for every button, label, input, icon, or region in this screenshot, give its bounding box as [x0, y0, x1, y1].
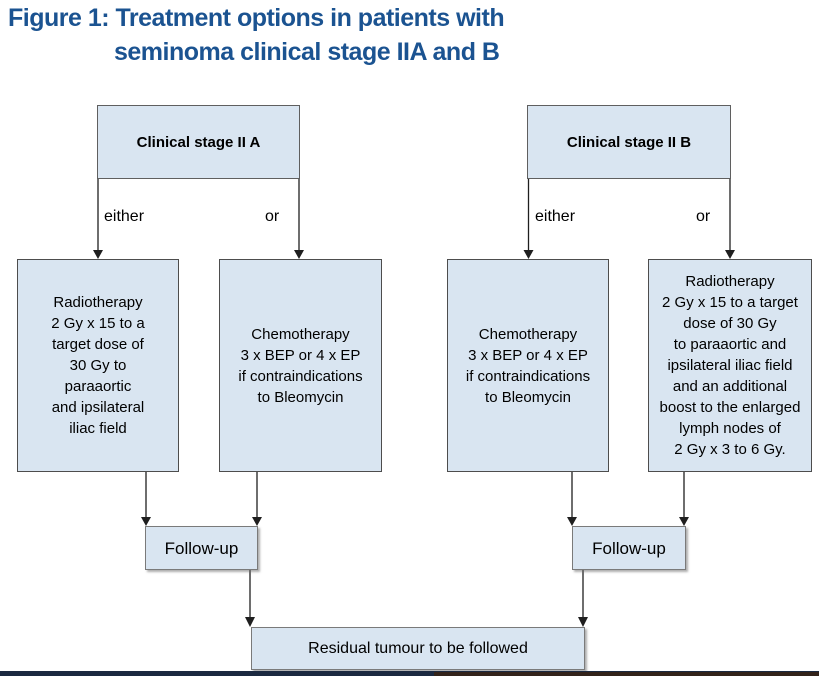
figure-title-line2: seminoma clinical stage IIA and B: [114, 38, 500, 66]
page-edge-bar: [0, 671, 819, 676]
or-label-stage-b: or: [696, 208, 711, 225]
connector-chemo-a-followup: [252, 472, 262, 526]
connector-chemo-b-followup: [567, 472, 577, 526]
chemotherapy-iia-box: Chemotherapy 3 x BEP or 4 x EP if contra…: [219, 259, 382, 472]
or-label-stage-a: or: [265, 208, 280, 225]
followup-iia-box: Follow-up: [145, 526, 258, 570]
connector-stage-b-or: [725, 179, 735, 259]
connector-stage-a-or: [294, 179, 304, 259]
connector-radio-a-followup: [141, 472, 151, 526]
either-label-stage-a: either: [104, 208, 145, 225]
connector-followup-a-residual: [245, 570, 255, 627]
connector-followup-b-residual: [578, 570, 588, 627]
either-label-stage-b: either: [535, 208, 576, 225]
connector-stage-b-either: [523, 179, 534, 259]
stage-iib-box: Clinical stage II B: [527, 105, 731, 179]
chemotherapy-iib-box: Chemotherapy 3 x BEP or 4 x EP if contra…: [447, 259, 609, 472]
radiotherapy-iib-box: Radiotherapy 2 Gy x 15 to a target dose …: [648, 259, 812, 472]
connector-radio-b-followup: [679, 472, 689, 526]
residual-tumour-box: Residual tumour to be followed: [251, 627, 585, 670]
radiotherapy-iia-box: Radiotherapy 2 Gy x 15 to a target dose …: [17, 259, 179, 472]
connector-stage-a-either: [93, 179, 103, 259]
stage-iia-box: Clinical stage II A: [97, 105, 300, 179]
followup-iib-box: Follow-up: [572, 526, 686, 570]
figure-title-line1: Figure 1: Treatment options in patients …: [8, 4, 505, 32]
